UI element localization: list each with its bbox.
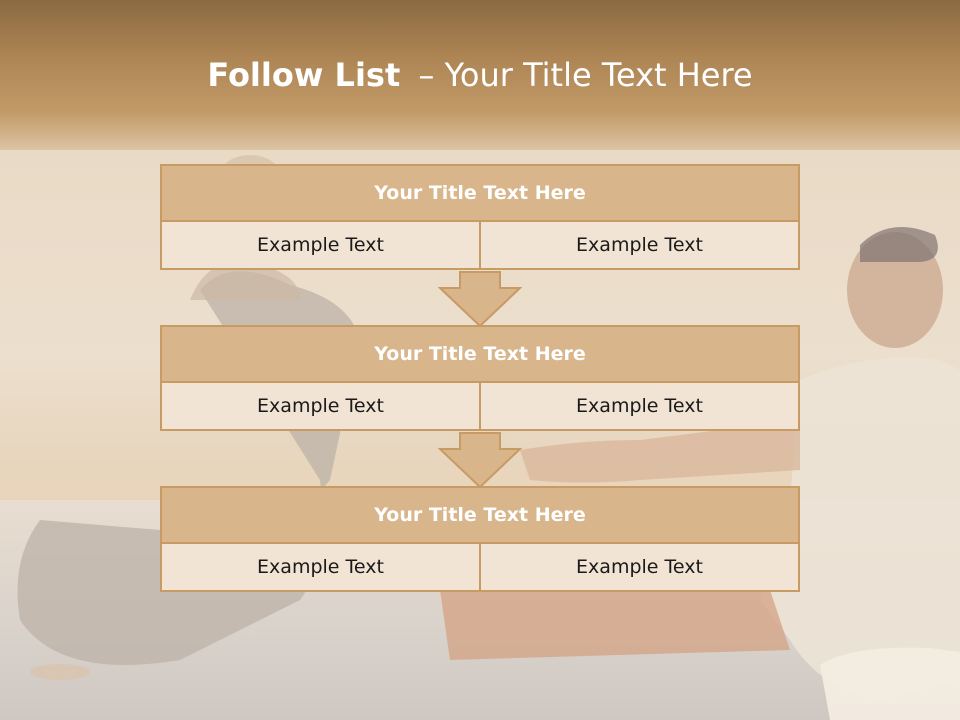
block-cell-left: Example Text: [257, 395, 384, 417]
block-title: Your Title Text Here: [162, 488, 798, 544]
block-cell-left: Example Text: [257, 556, 384, 578]
down-arrow-icon: [438, 432, 522, 489]
slide-title-rest: – Your Title Text Here: [418, 56, 753, 94]
list-block-3: Your Title Text Here Example Text Exampl…: [160, 486, 800, 592]
block-row: Example Text Example Text: [162, 544, 798, 590]
block-cell-right: Example Text: [479, 383, 798, 429]
block-cell-right: Example Text: [479, 222, 798, 268]
block-row: Example Text Example Text: [162, 383, 798, 429]
down-arrow-icon: [438, 271, 522, 328]
block-title: Your Title Text Here: [162, 327, 798, 383]
list-block-2: Your Title Text Here Example Text Exampl…: [160, 325, 800, 431]
block-title: Your Title Text Here: [162, 166, 798, 222]
block-row: Example Text Example Text: [162, 222, 798, 268]
title-band: [0, 0, 960, 160]
list-block-1: Your Title Text Here Example Text Exampl…: [160, 164, 800, 270]
block-cell-right: Example Text: [479, 544, 798, 590]
slide-title: Follow List – Your Title Text Here: [0, 56, 960, 94]
slide-title-bold: Follow List: [207, 56, 401, 94]
block-cell-left: Example Text: [257, 234, 384, 256]
